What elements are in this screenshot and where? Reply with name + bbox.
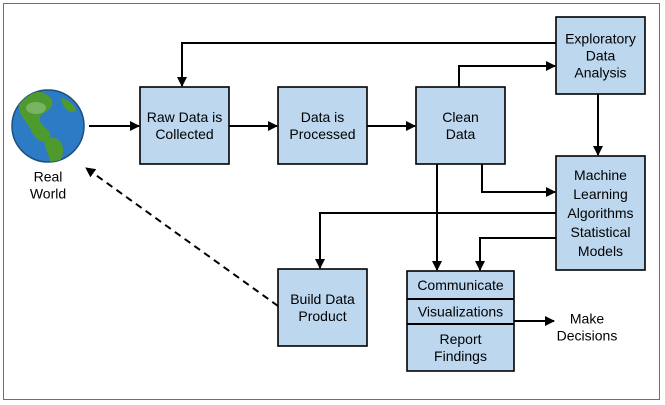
build-product-label-line: Build Data [290, 291, 355, 307]
eda-label-line: Analysis [574, 65, 626, 81]
clean-data-label-line: Clean [442, 109, 479, 125]
eda-box [555, 16, 646, 95]
raw-data-label-line: Raw Data is [147, 109, 222, 125]
make-decisions-label-line: Make [570, 311, 604, 327]
visualizations-label: Visualizations [418, 304, 503, 320]
visualizations-label-line: Visualizations [418, 304, 503, 320]
build-product-label-line: Product [298, 308, 346, 324]
clean-data-box [415, 86, 506, 165]
ml-label-line: Learning [573, 186, 628, 202]
ml-label-line: Algorithms [567, 205, 633, 221]
diagram-border [3, 3, 660, 400]
arrow-ml-to-communicate [475, 237, 556, 271]
real-world-label-line: World [30, 186, 66, 202]
real-world-label-line: Real [34, 169, 63, 185]
ml-label-line: Statistical [571, 224, 631, 240]
arrow-product-to-real-world [85, 167, 279, 307]
build-product-box [277, 268, 368, 347]
communicate-label: Communicate [417, 277, 504, 293]
raw-data-box [139, 86, 230, 165]
arrow-clean-to-ml [481, 164, 556, 197]
data-processed-label-line: Data is [301, 109, 345, 125]
communicate-label-line: Communicate [417, 277, 504, 293]
make-decisions-label-line: Decisions [557, 328, 618, 344]
eda-label-line: Exploratory [565, 31, 636, 47]
globe-icon [11, 89, 85, 163]
raw-data-label-line: Collected [155, 126, 213, 142]
arrow-ml-to-build-product [315, 212, 556, 269]
data-processed-box [277, 86, 368, 165]
communicate-box [406, 270, 515, 372]
ml-label-line: Models [578, 243, 623, 259]
clean-data-label-line: Data [446, 126, 476, 142]
report-findings-label-line: Findings [434, 348, 487, 364]
report-findings-label-line: Report [439, 331, 481, 347]
arrow-eda-to-raw [177, 42, 556, 87]
arrow-clean-to-eda [458, 61, 556, 87]
data-processed-label-line: Processed [289, 126, 355, 142]
ml-label-line: Machine [574, 167, 627, 183]
eda-label-line: Data [586, 48, 616, 64]
